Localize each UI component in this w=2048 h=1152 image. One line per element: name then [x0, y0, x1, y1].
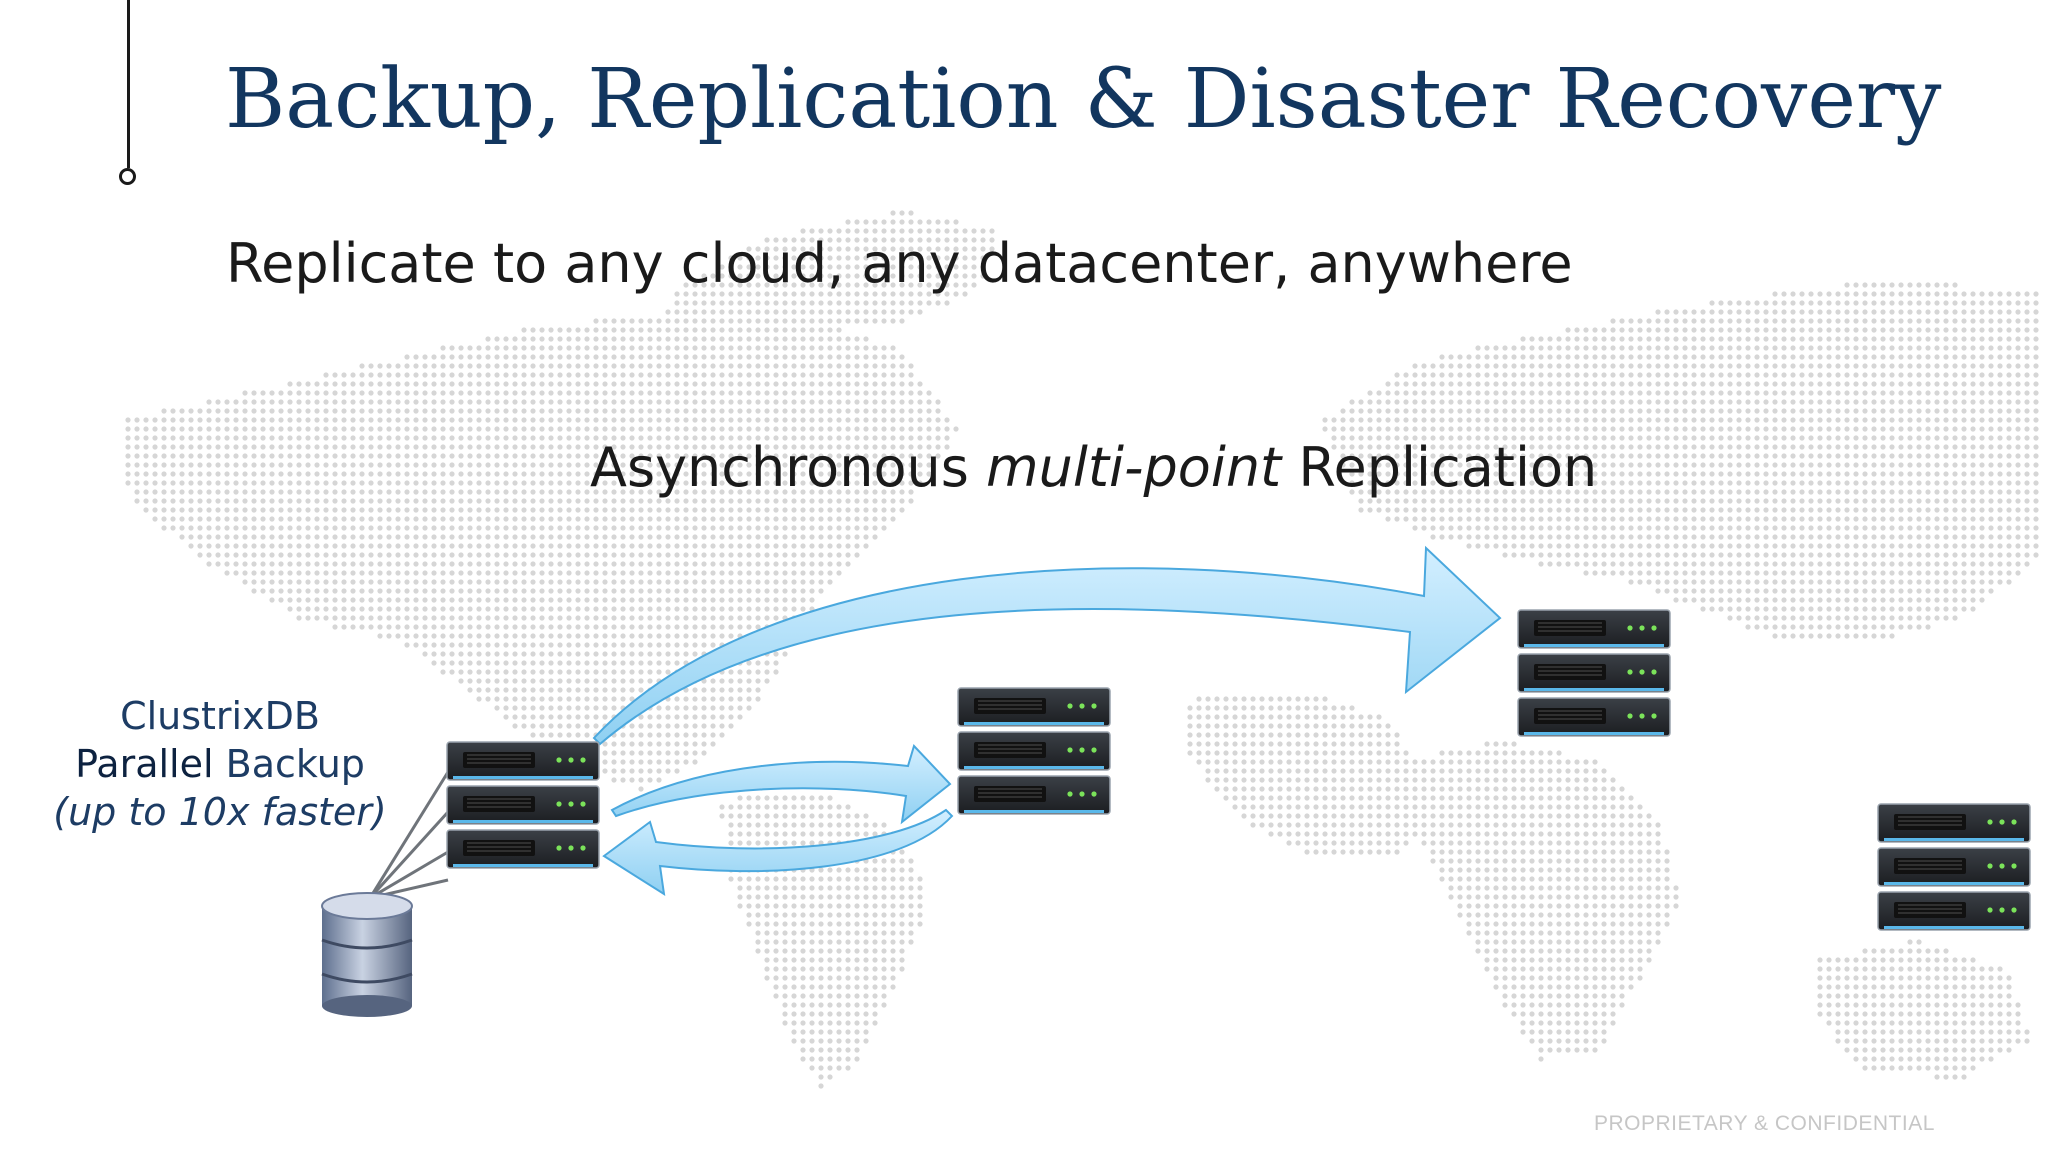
database-icon	[321, 892, 413, 1017]
server-rack-icon	[957, 687, 1111, 815]
replication-heading-emphasis: multi-point	[986, 436, 1282, 499]
backup-cables	[368, 771, 450, 900]
slide-subtitle: Replicate to any cloud, any datacenter, …	[226, 232, 1573, 295]
replication-arrow-long	[592, 545, 1502, 746]
replication-heading: Asynchronous multi-point Replication	[590, 436, 1597, 499]
footer-confidential: PROPRIETARY & CONFIDENTIAL	[1594, 1112, 1935, 1135]
backup-label-feature: Parallel Backup	[40, 740, 400, 788]
replication-heading-suffix: Replication	[1281, 436, 1598, 499]
backup-label-feature-rest: Backup	[213, 742, 365, 786]
accent-dot	[119, 168, 136, 185]
backup-label: ClustrixDB Parallel Backup (up to 10x fa…	[40, 692, 400, 836]
slide-title: Backup, Replication & Disaster Recovery	[225, 52, 1942, 147]
replication-arrow-return	[602, 808, 954, 897]
accent-line	[127, 0, 130, 168]
backup-label-product: ClustrixDB	[120, 694, 320, 738]
replication-arrow-outbound	[610, 744, 952, 825]
backup-label-feature-bold: Parallel	[75, 742, 214, 786]
server-rack-icon	[1877, 803, 2031, 931]
backup-label-note: (up to 10x faster)	[53, 790, 387, 834]
server-rack-icon	[1517, 609, 1671, 737]
replication-heading-prefix: Asynchronous	[590, 436, 987, 499]
server-rack-icon	[446, 741, 600, 869]
